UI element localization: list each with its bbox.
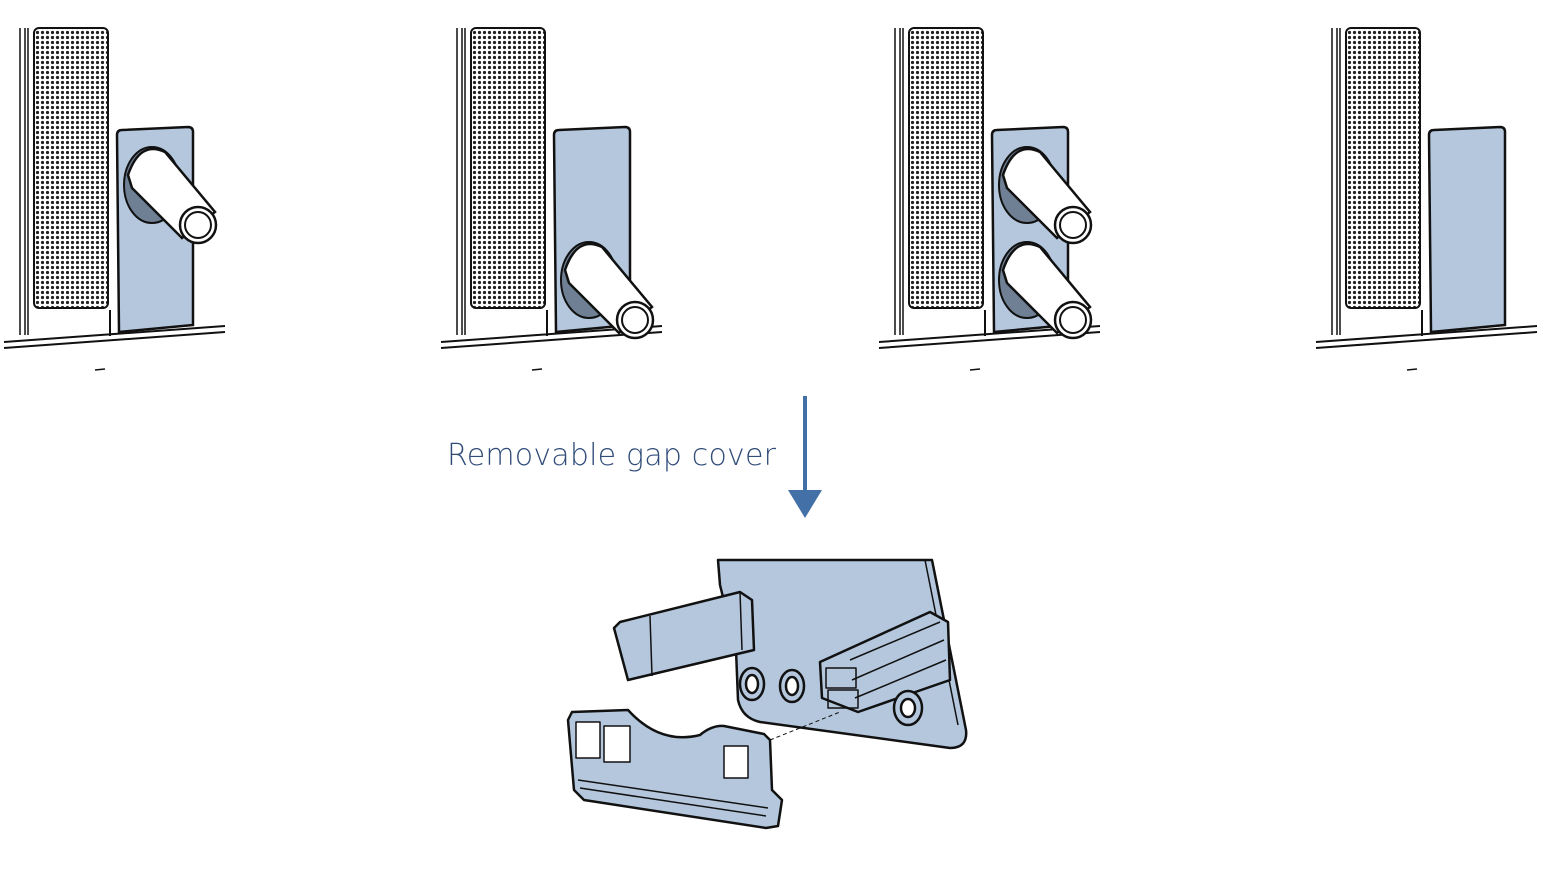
gap-cover-plate <box>1427 125 1507 334</box>
base-mark <box>94 368 106 371</box>
cable-bottom <box>560 241 655 340</box>
vent-grille <box>1345 27 1421 309</box>
cable-top <box>998 146 1093 245</box>
configuration-one-cable-top <box>3 27 226 371</box>
vent-grille <box>33 27 109 309</box>
configuration-panels <box>3 27 1538 371</box>
chassis-edge <box>894 28 904 335</box>
cover-plate-lower <box>566 708 784 830</box>
removable-gap-cover-label: Removable gap cover <box>447 438 777 473</box>
configuration-two-cables <box>878 27 1101 371</box>
base-mark <box>969 368 981 371</box>
cable-bottom <box>998 241 1093 340</box>
chassis-edge <box>1331 28 1341 335</box>
chassis-edge <box>19 28 29 335</box>
configuration-no-cables <box>1315 27 1538 371</box>
bracket-top-left <box>612 590 756 682</box>
vent-grille <box>470 27 546 309</box>
base-mark <box>1406 368 1418 371</box>
chassis-base <box>3 310 226 349</box>
base-mark <box>531 368 543 371</box>
exploded-gap-cover <box>566 558 968 830</box>
vent-grille <box>908 27 984 309</box>
guide-rail <box>818 610 952 714</box>
cable-top <box>123 146 218 245</box>
cable-end-inner <box>1059 211 1087 239</box>
configuration-one-cable-bottom <box>440 27 663 371</box>
cable-end-inner <box>1059 306 1087 334</box>
cable-end-inner <box>184 211 212 239</box>
standoffs <box>738 666 924 727</box>
chassis-base <box>1315 310 1538 349</box>
arrow-down-icon <box>788 396 822 518</box>
chassis-edge <box>456 28 466 335</box>
cable-end-inner <box>621 306 649 334</box>
